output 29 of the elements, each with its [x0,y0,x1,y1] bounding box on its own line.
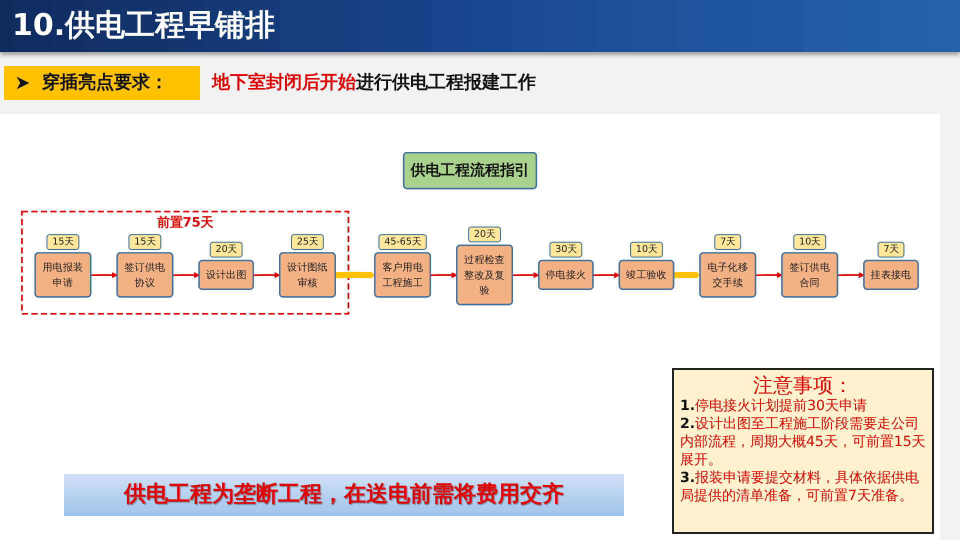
tag-label: 穿插亮点要求： [42,71,168,95]
arrow [334,272,376,278]
note-text: 1.停电接火计划提前30天申请 [680,397,868,415]
notes-heading: 注意事项： [752,373,854,397]
duration-tag: 20天 [468,226,502,242]
page-title: 10.供电工程早铺排 [12,8,276,44]
duration-tag: 45-65天 [378,234,427,250]
arrow [90,272,118,278]
duration-tag: 15天 [128,234,162,250]
duration-tag: 7天 [878,242,904,258]
duration-tag: 15天 [46,234,80,250]
arrow [430,272,458,278]
banner-text: 供电工程为垄断工程，在送电前需将费用交齐 [122,480,565,509]
arrow [756,272,783,278]
arrow [672,272,701,278]
duration-tag: 10天 [793,234,826,250]
duration-tag: 20天 [210,242,243,258]
arrow [512,272,540,278]
note-text: 3.报装申请要提交材料，具体依据供电局提供的清单准备，可前置7天准备。 [680,469,920,505]
duration-tag: 25天 [290,234,324,250]
requirement-text: 地下室封闭后开始进行供电工程报建工作 [212,71,536,95]
duration-tag: 30天 [549,242,582,258]
note-text: 2.设计出图至工程施工阶段需要走公司内部流程，周期大概45天，可前置15天展开。 [680,415,926,469]
arrow [838,272,864,278]
duration-tag: 10天 [630,242,663,258]
arrow [172,272,200,278]
arrow [254,272,280,278]
arrow [593,272,620,278]
duration-tag: 7天 [714,234,742,250]
